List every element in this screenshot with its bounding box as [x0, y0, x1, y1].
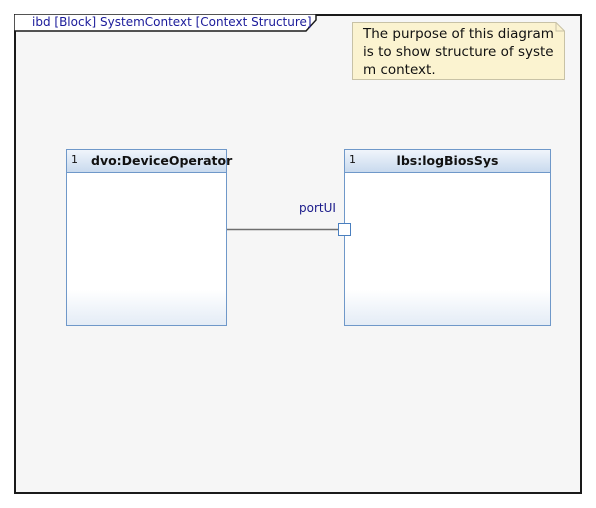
part-multiplicity: 1 [349, 153, 356, 166]
part-name: dvo:DeviceOperator [91, 153, 233, 168]
part-header: 1 lbs:logBiosSys [345, 150, 550, 173]
part-multiplicity: 1 [71, 153, 78, 166]
port-ui[interactable] [338, 223, 351, 236]
part-device-operator[interactable]: 1 dvo:DeviceOperator [66, 149, 232, 326]
comment-note[interactable]: The purpose of this diagram is to show s… [352, 22, 565, 80]
note-shape [352, 22, 565, 80]
port-label: portUI [299, 201, 336, 215]
frame-tab-shape [14, 14, 317, 32]
part-header: 1 dvo:DeviceOperator [67, 150, 232, 173]
note-corner-fold-icon [555, 22, 565, 32]
note-text: The purpose of this diagram is to show s… [363, 26, 554, 78]
frame-title: ibd [Block] SystemContext [Context Struc… [32, 15, 312, 29]
part-name: lbs:logBiosSys [396, 153, 499, 168]
part-log-bios-sys[interactable]: 1 lbs:logBiosSys [344, 149, 551, 326]
